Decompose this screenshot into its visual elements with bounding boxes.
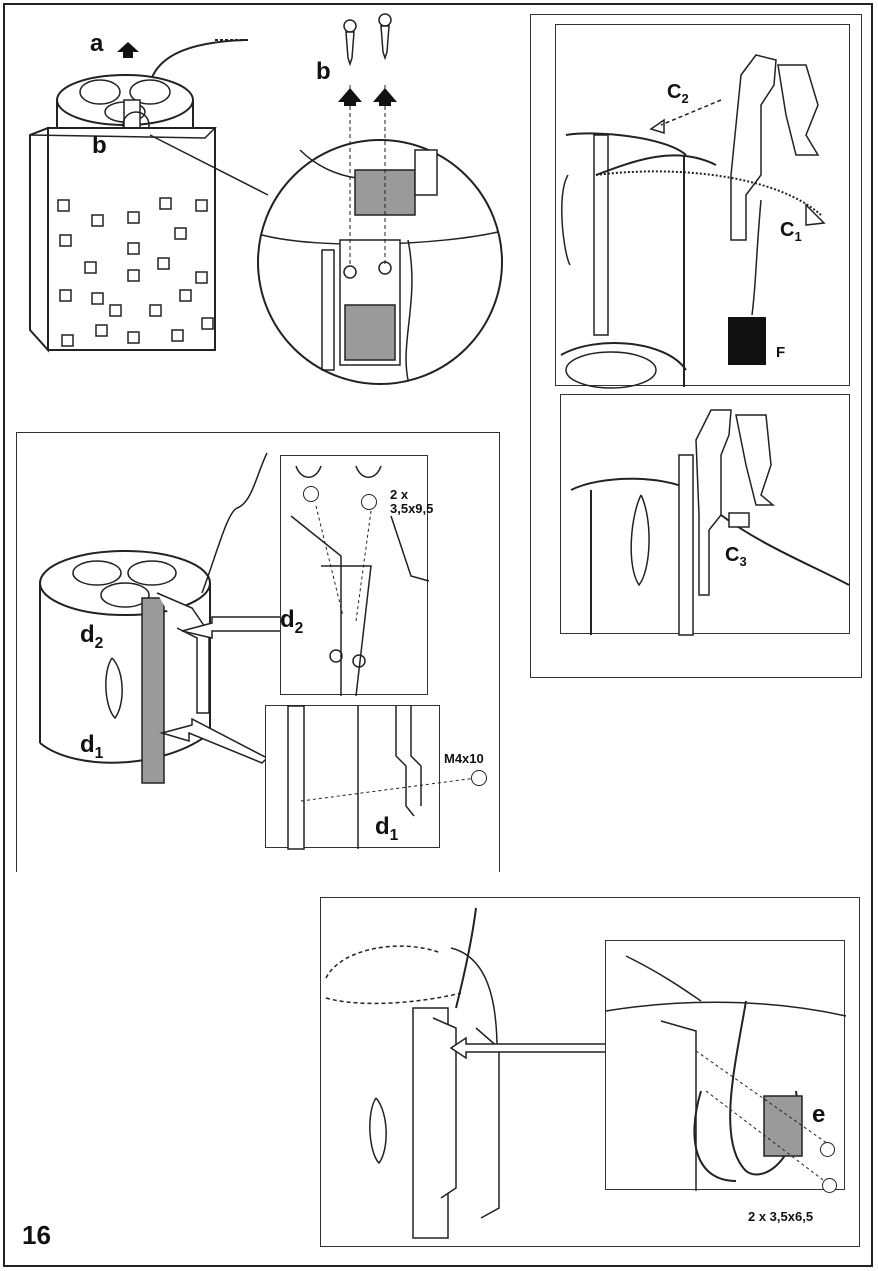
d2-detail-illustration [290,465,430,697]
c1-c2-illustration [560,54,826,389]
page-border [3,3,873,1267]
page-number: 16 [22,1220,51,1250]
label-d1-main: d1 [80,731,104,762]
label-e: e [812,1101,826,1128]
screw-icon [820,1142,835,1157]
label-b-left: b [92,132,107,159]
label-d2-main: d2 [80,621,104,652]
panel-c1-c2 [555,24,850,389]
panel-e-detail [605,940,847,1191]
panel-d1-detail [265,705,477,850]
panel-d2-detail [280,455,430,697]
screw-icon [303,486,319,502]
e-detail-illustration [605,955,847,1191]
label-d1-detail: d1 [375,813,399,844]
panel-c3 [560,394,850,636]
label-c3: C3 [725,544,747,569]
screw-icon [822,1178,837,1193]
label-a: a [90,30,104,57]
screw-icon [378,13,392,61]
d1-detail-illustration [287,705,477,850]
bolt-icon [471,770,487,786]
label-screw-d2: 2 x 3,5x9,5 [390,487,434,517]
screw-icon [343,19,357,67]
arrow-up-b-icon [338,88,362,106]
d-illustration [39,452,283,784]
label-f: F [776,344,786,361]
label-screw-e: 2 x 3,5x6,5 [748,1209,814,1224]
arrow-up-b-icon [373,88,397,106]
connector-block-f [728,317,766,365]
arrow-up-a-icon [117,42,139,58]
screw-icon [361,494,377,510]
label-c1: C1 [780,219,802,244]
label-screw-d1: M4x10 [444,751,484,766]
c3-illustration [570,409,850,636]
label-d2-detail: d2 [280,606,304,637]
label-c2: C2 [667,81,689,106]
perforation-pattern [57,197,214,347]
label-b-top: b [316,58,331,85]
e-illustration [325,907,607,1239]
